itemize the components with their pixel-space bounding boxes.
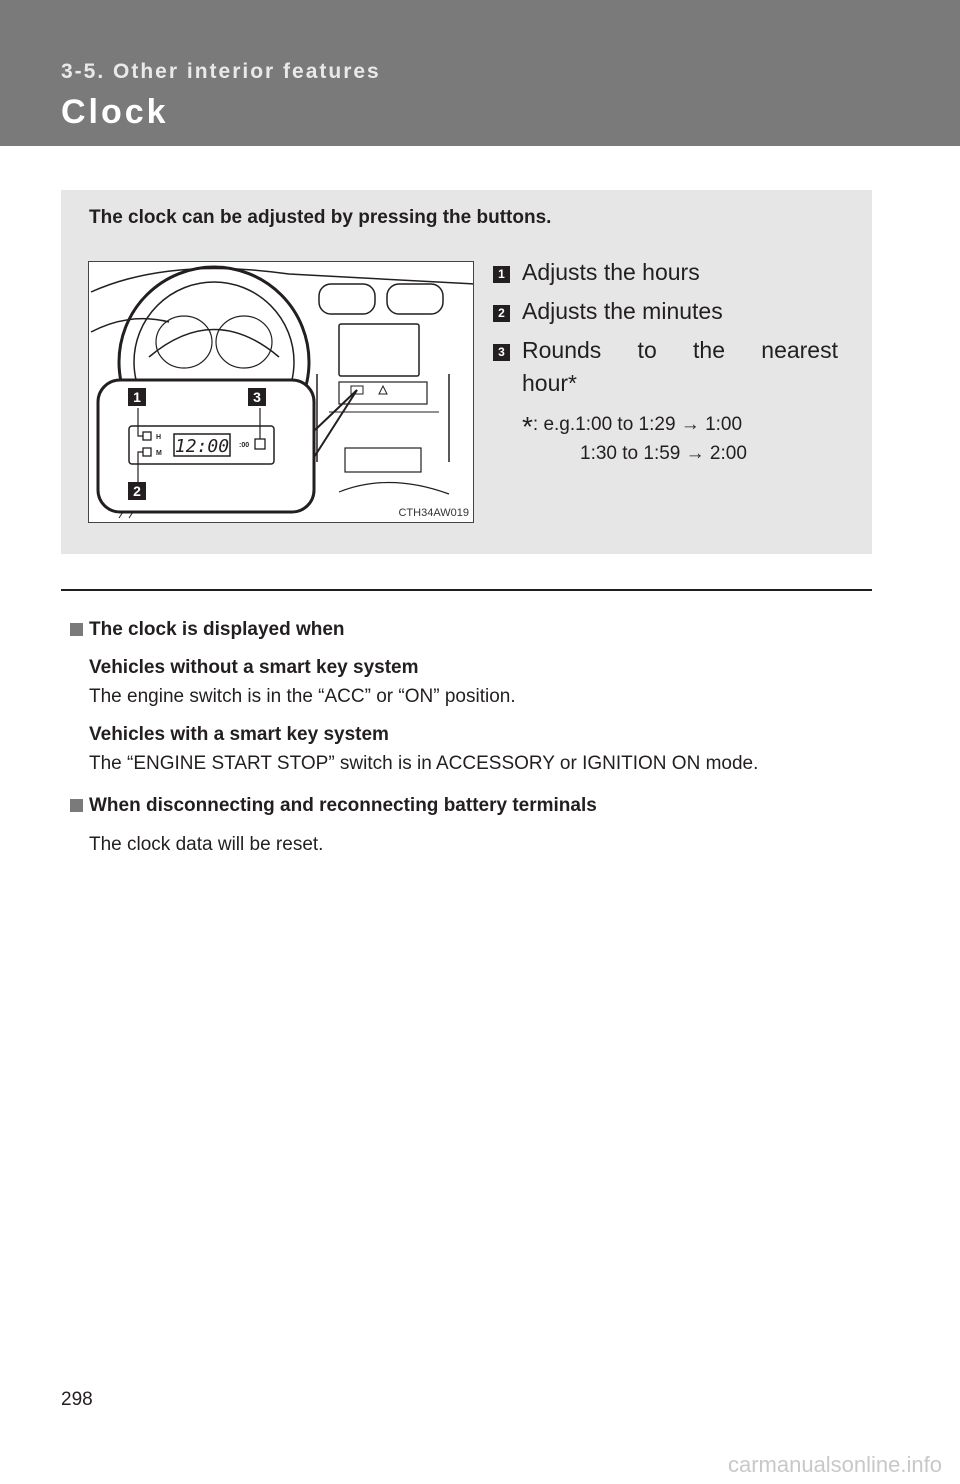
main-content: The clock is displayed when Vehicles wit… bbox=[70, 616, 862, 859]
callout-3: 3 bbox=[253, 389, 261, 405]
square-bullet-icon bbox=[70, 623, 83, 636]
callout-2-box bbox=[128, 482, 146, 500]
clock-illustration: 1 3 2 12:00 H M :00 CTH34AW019 bbox=[88, 261, 474, 523]
legend-text-continued: hour* bbox=[522, 367, 838, 400]
section-divider bbox=[61, 589, 872, 591]
page-title: Clock bbox=[61, 93, 169, 131]
legend-item: 1 Adjusts the hours bbox=[493, 256, 838, 289]
subheading: Vehicles with a smart key system bbox=[89, 724, 389, 745]
page-header: 3-5. Other interior features Clock bbox=[0, 0, 960, 146]
callout-1-box bbox=[128, 388, 146, 406]
hour-button-label: H bbox=[156, 434, 161, 441]
paragraph: The engine switch is in the “ACC” or “ON… bbox=[89, 686, 516, 707]
heading-text: When disconnecting and reconnecting batt… bbox=[89, 795, 597, 816]
footnote: *: e.g.1:00 to 1:29 → 1:00 1:30 to 1:59 … bbox=[493, 406, 838, 468]
heading-text: The clock is displayed when bbox=[89, 619, 345, 640]
figure-code: CTH34AW019 bbox=[398, 507, 469, 519]
square-bullet-icon bbox=[70, 799, 83, 812]
legend-item: 2 Adjusts the minutes bbox=[493, 295, 838, 328]
callout-3-box bbox=[248, 388, 266, 406]
minute-button-label: M bbox=[156, 450, 162, 457]
intro-text: The clock can be adjusted by pressing th… bbox=[89, 207, 552, 228]
subheading: Vehicles without a smart key system bbox=[89, 657, 419, 678]
paragraph: The “ENGINE START STOP” switch is in ACC… bbox=[89, 753, 759, 774]
paragraph: The clock data will be reset. bbox=[89, 834, 324, 855]
footnote-line2: 1:30 to 1:59 → 2:00 bbox=[580, 443, 747, 464]
legend-text: Adjusts the minutes bbox=[522, 298, 723, 324]
legend-number: 2 bbox=[493, 305, 510, 322]
callout-2: 2 bbox=[133, 483, 141, 499]
section-label: 3-5. Other interior features bbox=[61, 60, 381, 83]
info-box: The clock can be adjusted by pressing th… bbox=[61, 190, 872, 554]
footnote-star: * bbox=[522, 411, 533, 442]
section-heading: The clock is displayed when bbox=[70, 616, 862, 644]
legend-number: 3 bbox=[493, 344, 510, 361]
page-number: 298 bbox=[61, 1389, 93, 1410]
footnote-marker: * bbox=[568, 370, 577, 396]
callout-1: 1 bbox=[133, 389, 141, 405]
watermark: carmanualsonline.info bbox=[727, 1452, 942, 1477]
button-legend: 1 Adjusts the hours 2 Adjusts the minute… bbox=[493, 256, 838, 468]
section-heading: When disconnecting and reconnecting batt… bbox=[70, 792, 862, 820]
clock-display-time: 12:00 bbox=[175, 436, 229, 457]
legend-item: 3 Rounds to the nearest hour* bbox=[493, 334, 838, 400]
dashboard-drawing: 1 3 2 12:00 H M :00 bbox=[90, 265, 473, 519]
footnote-line1: : e.g.1:00 to 1:29 → 1:00 bbox=[532, 414, 743, 435]
legend-text: Rounds to the nearest bbox=[522, 337, 838, 363]
legend-number: 1 bbox=[493, 266, 510, 283]
round-button-label: :00 bbox=[239, 442, 249, 449]
legend-text: Adjusts the hours bbox=[522, 259, 700, 285]
legend-text-line2: hour bbox=[522, 370, 569, 396]
